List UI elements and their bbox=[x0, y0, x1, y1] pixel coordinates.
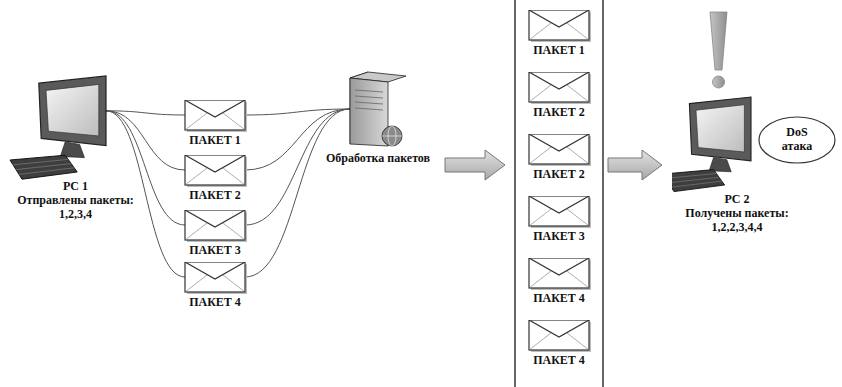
packet-node: ПАКЕТ 2 bbox=[180, 155, 250, 203]
node-label: Отправлены пакеты: 1,2,3,4 bbox=[8, 194, 143, 222]
node-label: ПАКЕТ 4 bbox=[189, 296, 241, 310]
node-label: ПАКЕТ 3 bbox=[189, 244, 241, 258]
envelope-icon bbox=[524, 258, 594, 291]
exclamation-dot bbox=[713, 76, 725, 88]
node-label: ПАКЕТ 2 bbox=[533, 106, 585, 120]
block-arrow bbox=[608, 150, 662, 180]
node-label: Получены пакеты: 1,2,2,3,4,4 bbox=[672, 207, 802, 235]
packet-node: ПАКЕТ 3 bbox=[524, 196, 594, 244]
packet-node: ПАКЕТ 4 bbox=[524, 258, 594, 306]
node-label: PC 2 bbox=[672, 193, 802, 207]
node-label: ПАКЕТ 1 bbox=[533, 44, 585, 58]
computer-node: PC 1Отправлены пакеты: 1,2,3,4 bbox=[8, 74, 143, 221]
packet-node: ПАКЕТ 3 bbox=[180, 210, 250, 258]
envelope-icon bbox=[524, 134, 594, 167]
server-icon bbox=[318, 70, 438, 150]
envelope-icon bbox=[524, 196, 594, 229]
packet-node: ПАКЕТ 2 bbox=[524, 134, 594, 182]
packet-route bbox=[245, 109, 350, 225]
node-label: Обработка пакетов bbox=[326, 152, 430, 166]
queue-border bbox=[514, 0, 516, 387]
block-arrow bbox=[445, 150, 505, 180]
server-node: Обработка пакетов bbox=[318, 70, 438, 166]
packet-route bbox=[245, 109, 350, 115]
envelope-icon bbox=[180, 100, 250, 133]
node-label: ПАКЕТ 4 bbox=[533, 292, 585, 306]
computer-node: PC 2Получены пакеты: 1,2,2,3,4,4 bbox=[672, 95, 802, 234]
node-label: ПАКЕТ 2 bbox=[189, 189, 241, 203]
envelope-icon bbox=[524, 72, 594, 105]
envelope-icon bbox=[524, 10, 594, 43]
envelope-icon bbox=[180, 262, 250, 295]
exclamation-mark bbox=[710, 12, 727, 70]
queue-border bbox=[602, 0, 604, 387]
packet-node: ПАКЕТ 1 bbox=[524, 10, 594, 58]
envelope-icon bbox=[180, 155, 250, 188]
node-label: ПАКЕТ 4 bbox=[533, 354, 585, 368]
packet-node: ПАКЕТ 4 bbox=[180, 262, 250, 310]
packet-route bbox=[106, 111, 185, 225]
node-label: ПАКЕТ 3 bbox=[533, 230, 585, 244]
node-label: ПАКЕТ 1 bbox=[189, 134, 241, 148]
node-label: DoS атака bbox=[773, 126, 821, 154]
packet-node: ПАКЕТ 2 bbox=[524, 72, 594, 120]
packet-node: ПАКЕТ 1 bbox=[180, 100, 250, 148]
packet-node: ПАКЕТ 4 bbox=[524, 320, 594, 368]
envelope-icon bbox=[180, 210, 250, 243]
packet-route bbox=[245, 109, 350, 277]
computer-icon bbox=[8, 74, 143, 180]
envelope-icon bbox=[524, 320, 594, 353]
attack-ellipse: DoS атака bbox=[758, 116, 836, 164]
node-label: PC 1 bbox=[8, 180, 143, 194]
node-label: ПАКЕТ 2 bbox=[533, 168, 585, 182]
packet-route bbox=[106, 111, 185, 170]
